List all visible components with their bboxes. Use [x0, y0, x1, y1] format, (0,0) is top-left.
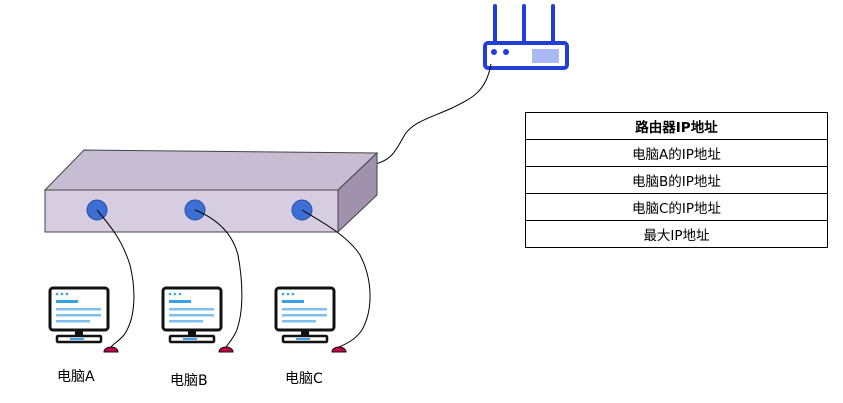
- computer-b-label: 电脑B: [170, 373, 208, 389]
- plug-c: [331, 346, 347, 353]
- table-row: 电脑B的IP地址: [525, 166, 828, 194]
- table-row: 电脑C的IP地址: [525, 193, 828, 221]
- computer-icon: [161, 286, 223, 344]
- computer-icon: [48, 286, 110, 344]
- cable-b: [194, 209, 243, 348]
- plug-a: [103, 346, 119, 353]
- computer-icon: [274, 286, 336, 344]
- plug-b: [218, 346, 234, 353]
- table-header-row: 路由器IP地址: [525, 112, 828, 140]
- cable-a: [96, 209, 135, 348]
- cable-c: [301, 209, 371, 348]
- table-cell: 电脑C的IP地址: [525, 193, 828, 221]
- router-switch-cable: [374, 63, 492, 165]
- table-row: 最大IP地址: [525, 220, 828, 248]
- computer-a-label: 电脑A: [57, 369, 95, 385]
- router-icon: [483, 4, 569, 70]
- table-cell: 电脑B的IP地址: [525, 166, 828, 194]
- table-header: 路由器IP地址: [525, 112, 828, 140]
- switch-icon: [43, 149, 379, 234]
- table-cell: 最大IP地址: [525, 220, 828, 248]
- computer-c-label: 电脑C: [285, 371, 323, 387]
- table-row: 电脑A的IP地址: [525, 139, 828, 167]
- table-cell: 电脑A的IP地址: [525, 139, 828, 167]
- ip-address-table: 路由器IP地址 电脑A的IP地址 电脑B的IP地址 电脑C的IP地址 最大IP地…: [525, 112, 828, 248]
